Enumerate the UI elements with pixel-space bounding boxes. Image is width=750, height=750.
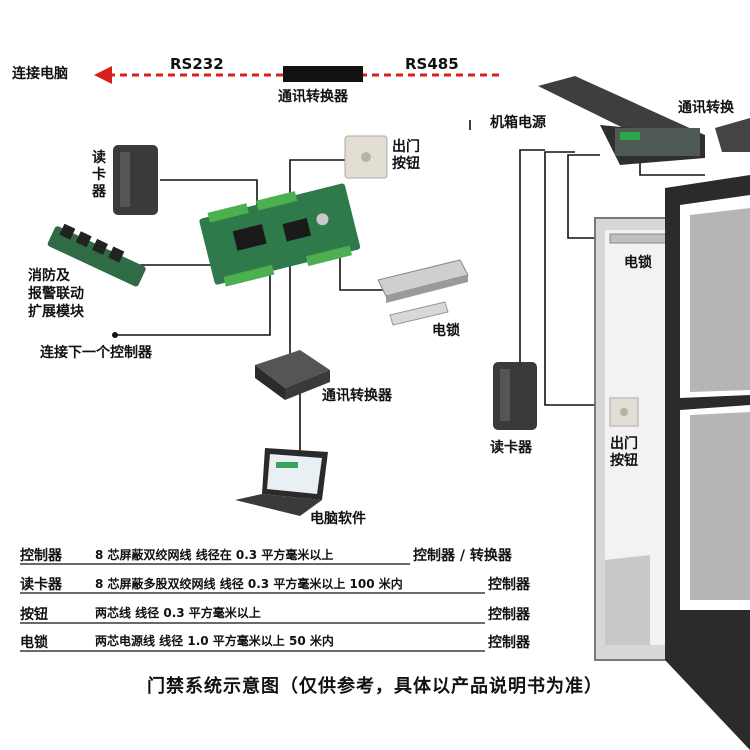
- fire-module-device: [47, 223, 146, 287]
- top-converter-label: 通讯转换器: [278, 89, 348, 105]
- wiring-row-3-cable: 两芯线 线径 0.3 平方毫米以上: [95, 606, 261, 620]
- table-lines: [20, 563, 485, 652]
- wiring-row-4-cable: 两芯电源线 线径 1.0 平方毫米以上 50 米内: [95, 634, 334, 648]
- right-wires: [469, 120, 705, 406]
- chassis-power-label: 机箱电源: [490, 115, 546, 131]
- right-reader-label: 读卡器: [490, 440, 532, 456]
- chassis-power-device: [538, 76, 705, 165]
- wiring-row-3-right: 控制器: [488, 607, 530, 623]
- rs485-label: RS485: [405, 55, 459, 73]
- reader-label: 读卡器: [92, 150, 106, 200]
- converter-label: 通讯转换器: [322, 388, 392, 404]
- pc-link-label: 连接电脑: [12, 66, 68, 82]
- door-leaf: [665, 175, 750, 750]
- wiring-row-2-right: 控制器: [488, 577, 530, 593]
- next-controller-label: 连接下一个控制器: [40, 345, 152, 361]
- wiring-row-2-left: 读卡器: [20, 577, 62, 593]
- fire-module-label-3: 扩展模块: [28, 304, 84, 320]
- wiring-row-3-left: 按钮: [20, 607, 48, 623]
- wiring-row-1-right: 控制器 / 转换器: [413, 548, 512, 564]
- wiring-row-1-left: 控制器: [20, 548, 62, 564]
- laptop-device: [235, 448, 328, 516]
- converter-device: [255, 350, 330, 400]
- wiring-row-4-right: 控制器: [488, 635, 530, 651]
- rs232-label: RS232: [170, 55, 224, 73]
- wiring-row-2-cable: 8 芯屏蔽多股双绞网线 线径 0.3 平方毫米以上 100 米内: [95, 577, 403, 591]
- top-converter-block: [283, 66, 363, 82]
- controller-board-device: [199, 183, 361, 287]
- magnetic-lock-device: [377, 259, 469, 326]
- right-converter-label: 通讯转换: [678, 100, 734, 116]
- diagram-caption: 门禁系统示意图（仅供参考，具体以产品说明书为准）: [147, 676, 603, 697]
- right-lock-label: 电锁: [624, 255, 652, 271]
- software-label: 电脑软件: [310, 511, 366, 527]
- fire-module-label-1: 消防及: [28, 268, 70, 284]
- link-arrow-head: [94, 66, 112, 84]
- wiring-row-4-left: 电锁: [20, 635, 48, 651]
- next-controller-dot: [112, 332, 118, 338]
- right-exit-button-label: 出门按钮: [610, 436, 638, 469]
- right-converter-device: [715, 118, 750, 152]
- right-reader-device: [493, 362, 537, 430]
- reader-device: [113, 145, 158, 215]
- exit-button-label: 出门按钮: [392, 139, 420, 172]
- wiring-row-1-cable: 8 芯屏蔽双绞网线 线径在 0.3 平方毫米以上: [95, 548, 334, 562]
- fire-module-label-2: 报警联动: [28, 286, 84, 302]
- left-lock-label: 电锁: [432, 323, 460, 339]
